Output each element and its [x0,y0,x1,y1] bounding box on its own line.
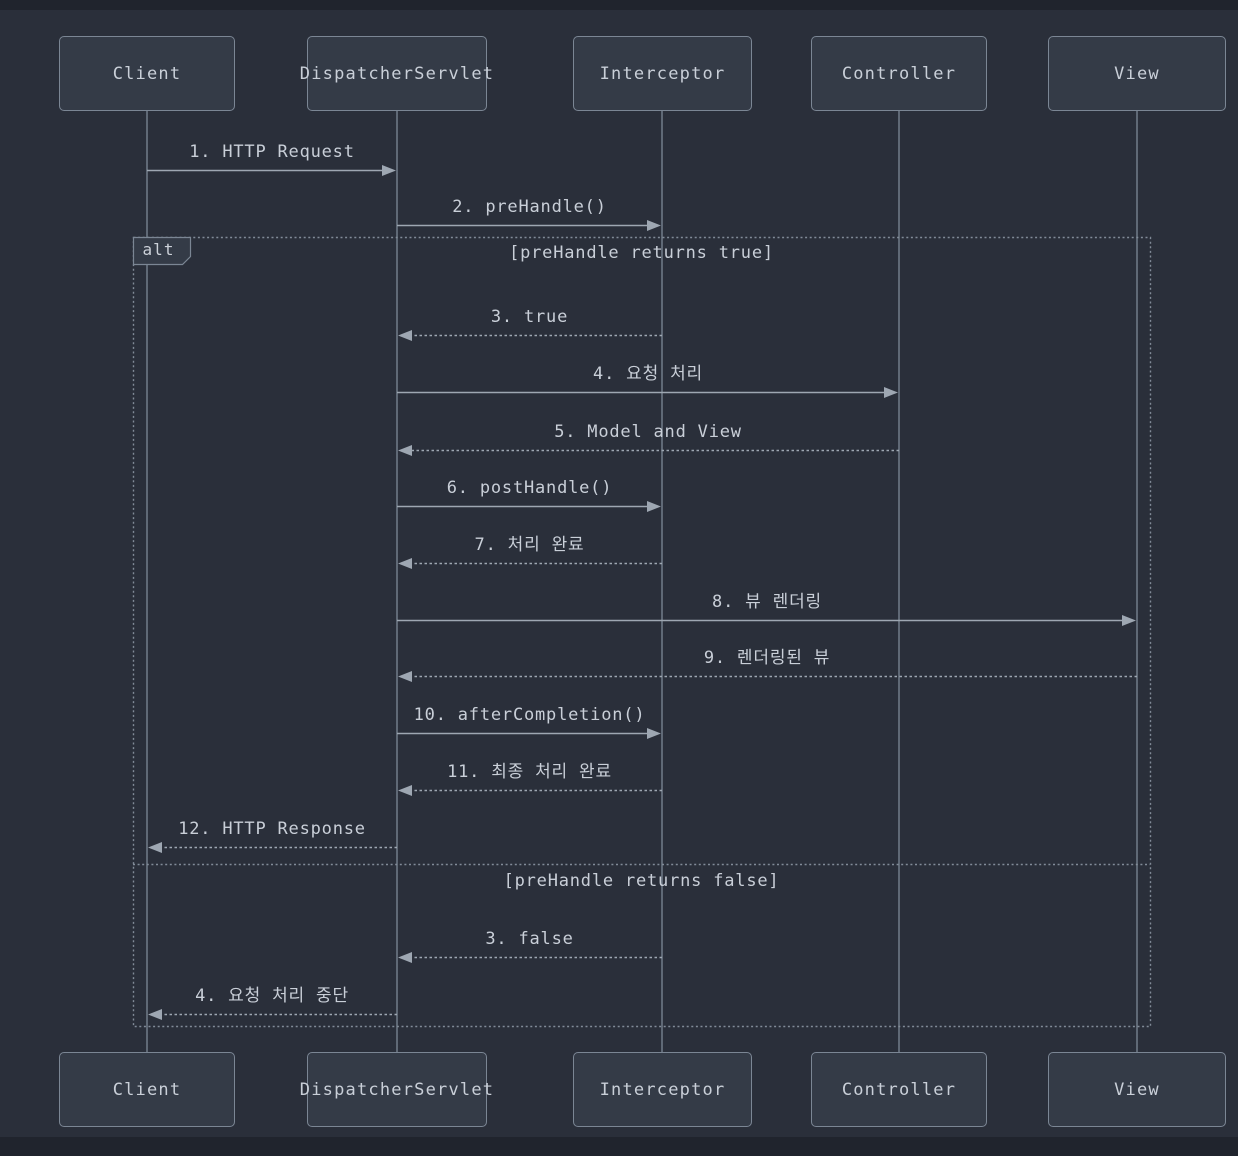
participant-box-top-dispatcher-servlet: DispatcherServlet [300,36,493,111]
participant-box-bottom-client: Client [59,1052,235,1127]
message-label-6: 6. postHandle() [446,478,613,498]
message-label-7: 7. 처리 완료 [474,535,585,555]
message-label-2: 2. preHandle() [452,197,607,217]
participant-box-top-controller: Controller [811,36,987,111]
message-arrowhead-1 [382,165,396,176]
message-arrowhead-3 [398,330,412,341]
participant-box-top-view: View [1048,36,1226,111]
diagram-background [0,10,1238,1137]
message-label-3: 3. true [490,307,569,327]
alt-section-condition-2: [preHandle returns false] [503,871,780,891]
message-arrowhead-7 [398,558,412,569]
participant-box-bottom-controller: Controller [811,1052,987,1127]
message-arrowhead-6 [647,501,661,512]
alt-operator-tab [132,236,192,266]
message-arrowhead-8 [1122,615,1136,626]
participant-box-top-interceptor: Interceptor [573,36,752,111]
message-arrowhead-4 [884,387,898,398]
message-label-13: 3. false [485,929,574,949]
message-arrowhead-2 [647,220,661,231]
participant-box-bottom-view: View [1048,1052,1226,1127]
message-arrowhead-9 [398,671,412,682]
message-label-5: 5. Model and View [554,422,742,442]
message-arrowhead-11 [398,785,412,796]
participant-box-top-client: Client [59,36,235,111]
participant-box-bottom-dispatcher-servlet: DispatcherServlet [300,1052,493,1127]
message-label-12: 12. HTTP Response [178,819,366,839]
message-label-11: 11. 최종 처리 완료 [447,762,612,782]
message-arrowhead-5 [398,445,412,456]
message-label-14: 4. 요청 처리 중단 [195,986,349,1006]
message-label-8: 8. 뷰 렌더링 [712,592,822,612]
message-arrowhead-10 [647,728,661,739]
message-label-1: 1. HTTP Request [189,142,355,162]
alt-operator-label: alt [142,240,175,259]
participant-box-bottom-interceptor: Interceptor [573,1052,752,1127]
message-arrowhead-13 [398,952,412,963]
message-arrowhead-14 [148,1009,162,1020]
alt-frame [132,236,1152,1028]
message-label-10: 10. afterCompletion() [413,705,646,725]
message-label-9: 9. 렌더링된 뷰 [703,648,831,668]
message-arrowhead-12 [148,842,162,853]
message-label-4: 4. 요청 처리 [593,364,703,384]
alt-section-condition-1: [preHandle returns true] [509,243,774,263]
